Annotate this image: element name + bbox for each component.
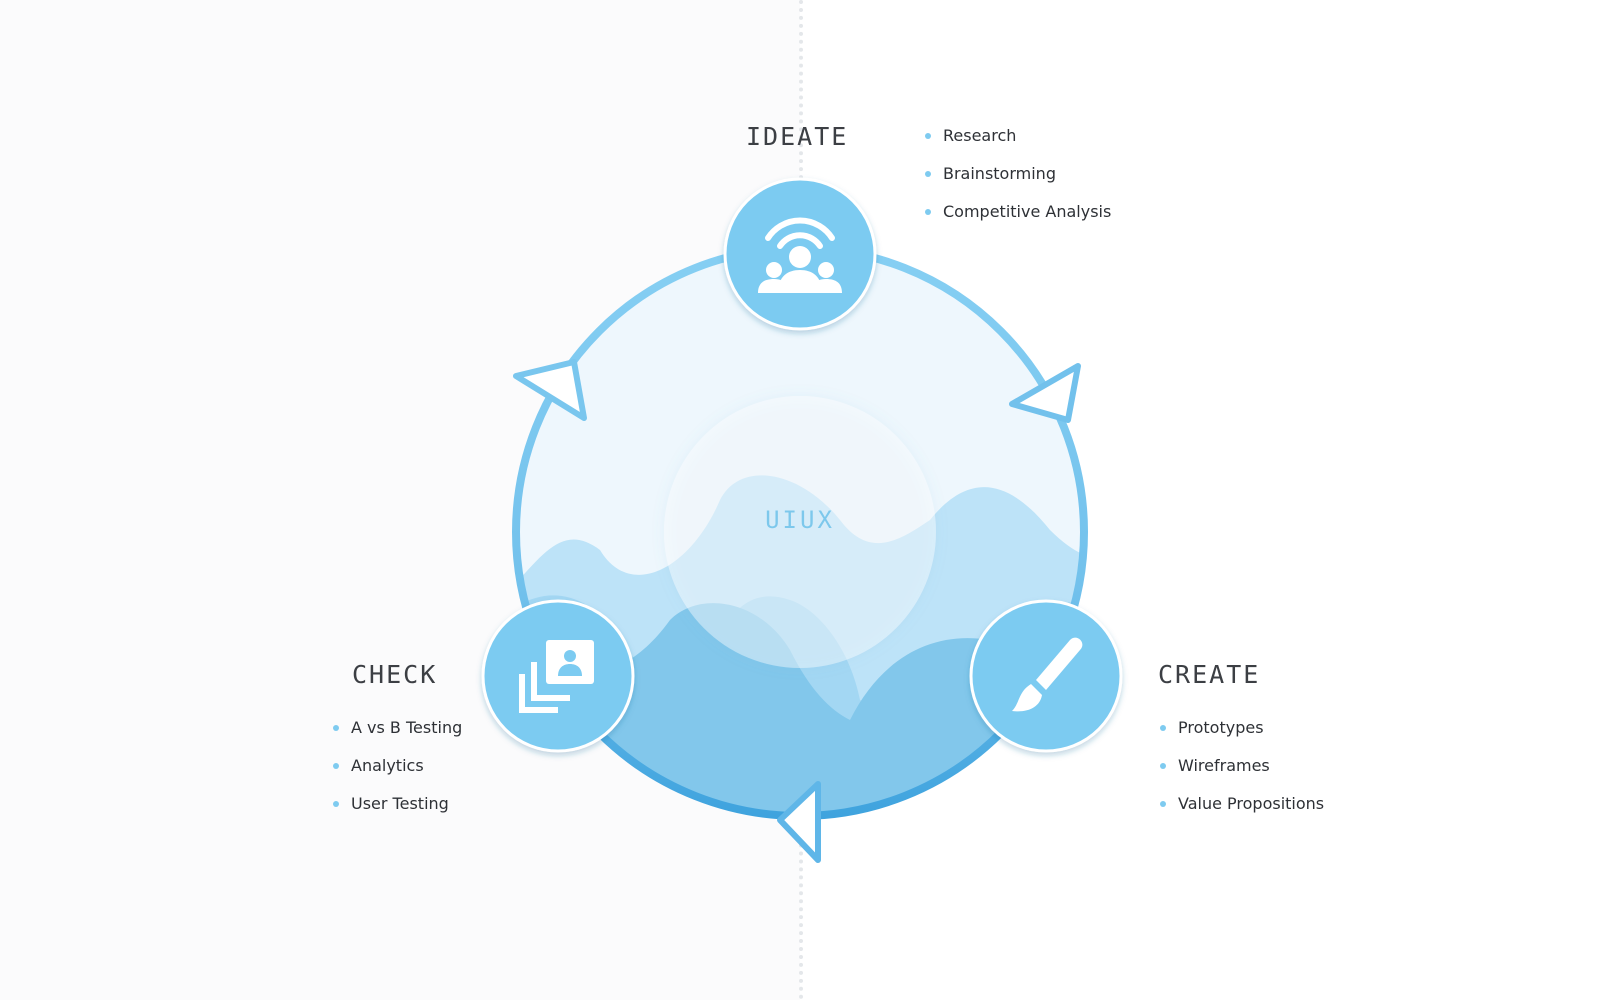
arrow-check-to-ideate <box>513 359 587 421</box>
ideate-list: Research Brainstorming Competitive Analy… <box>925 126 1111 240</box>
check-node <box>481 599 635 753</box>
list-item: Analytics <box>333 756 462 794</box>
list-item: Prototypes <box>1160 718 1324 756</box>
list-item: Competitive Analysis <box>925 202 1111 240</box>
center-disc <box>664 396 936 668</box>
create-list: Prototypes Wireframes Value Propositions <box>1160 718 1324 832</box>
paint-brush-icon <box>1012 637 1083 712</box>
list-item: Research <box>925 126 1111 164</box>
list-item: User Testing <box>333 794 462 832</box>
check-heading: CHECK <box>352 660 438 689</box>
create-heading: CREATE <box>1158 660 1261 689</box>
arrow-create-to-check <box>777 781 821 863</box>
create-node <box>969 599 1123 753</box>
arrow-ideate-to-create <box>1009 363 1081 423</box>
center-label: UIUX <box>765 506 835 534</box>
list-item: Brainstorming <box>925 164 1111 202</box>
list-item: A vs B Testing <box>333 718 462 756</box>
list-item: Wireframes <box>1160 756 1324 794</box>
list-item: Value Propositions <box>1160 794 1324 832</box>
ideate-heading: IDEATE <box>746 122 849 151</box>
ideate-node <box>723 177 877 331</box>
check-list: A vs B Testing Analytics User Testing <box>333 718 462 832</box>
people-broadcast-icon <box>758 217 842 293</box>
profile-cards-icon <box>519 640 594 713</box>
